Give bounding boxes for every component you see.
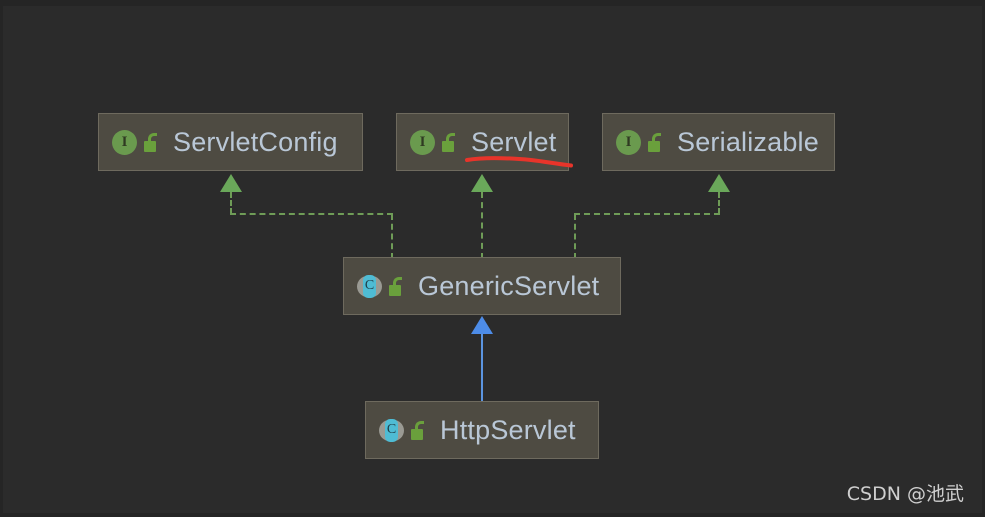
arrowhead-extends-generic (471, 316, 493, 334)
uml-node-generic-servlet[interactable]: C GenericServlet (343, 257, 621, 315)
edge-generic-implements-serializable-rise (718, 192, 720, 214)
class-icon: C (357, 274, 382, 299)
interface-icon: I (112, 129, 137, 155)
edge-generic-implements-serializable-horizontal (574, 213, 720, 215)
unlocked-padlock-icon (144, 132, 160, 152)
uml-node-serializable[interactable]: I Serializable (602, 113, 835, 171)
interface-icon: I (410, 129, 435, 155)
interface-icon: I (616, 129, 641, 155)
edge-generic-implements-serializable-drop (574, 214, 576, 259)
uml-node-label-servlet-config: ServletConfig (173, 126, 338, 157)
arrowhead-implements-serializable (708, 174, 730, 192)
unlocked-padlock-icon (648, 132, 664, 152)
edge-http-extends-generic-line (481, 334, 483, 402)
watermark: CSDN @池武 (846, 483, 964, 505)
edge-generic-implements-servletconfig-rise (230, 192, 232, 214)
uml-node-servlet[interactable]: I Servlet (396, 113, 569, 171)
servlet-red-underline-annotation (465, 156, 573, 168)
uml-node-label-generic-servlet: GenericServlet (418, 270, 600, 301)
edge-generic-implements-servletconfig-drop (391, 214, 393, 259)
unlocked-padlock-icon (411, 420, 427, 440)
class-icon: C (379, 418, 404, 443)
uml-node-servlet-config[interactable]: I ServletConfig (98, 113, 363, 171)
unlocked-padlock-icon (389, 276, 405, 296)
arrowhead-implements-servletconfig (220, 174, 242, 192)
edge-generic-implements-servletconfig-horizontal (230, 213, 393, 215)
uml-node-http-servlet[interactable]: C HttpServlet (365, 401, 599, 459)
uml-node-label-http-servlet: HttpServlet (440, 414, 576, 445)
uml-node-label-servlet: Servlet (471, 126, 557, 157)
arrowhead-implements-servlet (471, 174, 493, 192)
unlocked-padlock-icon (442, 132, 458, 152)
uml-node-label-serializable: Serializable (677, 126, 819, 157)
edge-generic-implements-servlet-line (481, 192, 483, 259)
